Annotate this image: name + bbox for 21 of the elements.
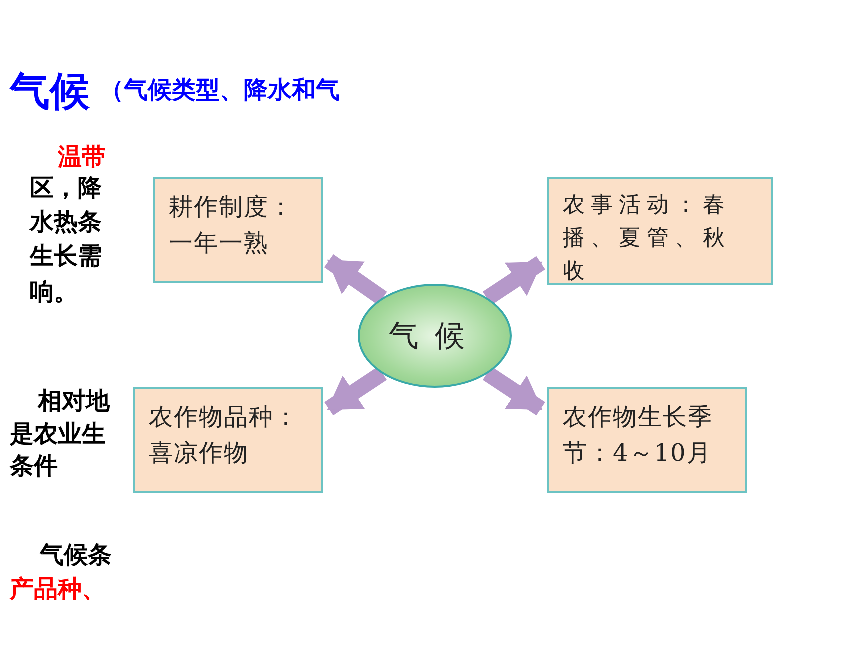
text-fragment: 生长需 <box>30 242 102 271</box>
text-fragment: 相对地 <box>38 387 110 416</box>
text-fragment: 条件 <box>10 452 58 481</box>
info-box: 农作物生长季节：4～10月 <box>547 387 747 493</box>
info-box: 耕作制度：一年一熟 <box>153 177 323 283</box>
arrow <box>482 256 546 306</box>
text-fragment: 温带 <box>58 143 106 172</box>
info-box: 农事活动：春播、夏管、秋收 <box>547 177 773 285</box>
heading: 气候 <box>10 68 90 116</box>
info-box: 农作物品种：喜凉作物 <box>133 387 323 493</box>
text-fragment: 产品种、 <box>10 575 106 604</box>
arrow <box>324 254 388 306</box>
arrow <box>482 366 546 416</box>
node-text: 气候 <box>389 318 481 356</box>
text-fragment: 是农业生 <box>10 420 106 449</box>
arrow <box>324 366 388 416</box>
text-fragment: 区，降 <box>30 174 102 203</box>
text-fragment: 水热条 <box>30 208 102 237</box>
text-fragment: 响。 <box>30 278 78 307</box>
text-fragment: （气候类型、降水和气 <box>100 76 340 105</box>
text-fragment: 气候条 <box>40 541 112 570</box>
